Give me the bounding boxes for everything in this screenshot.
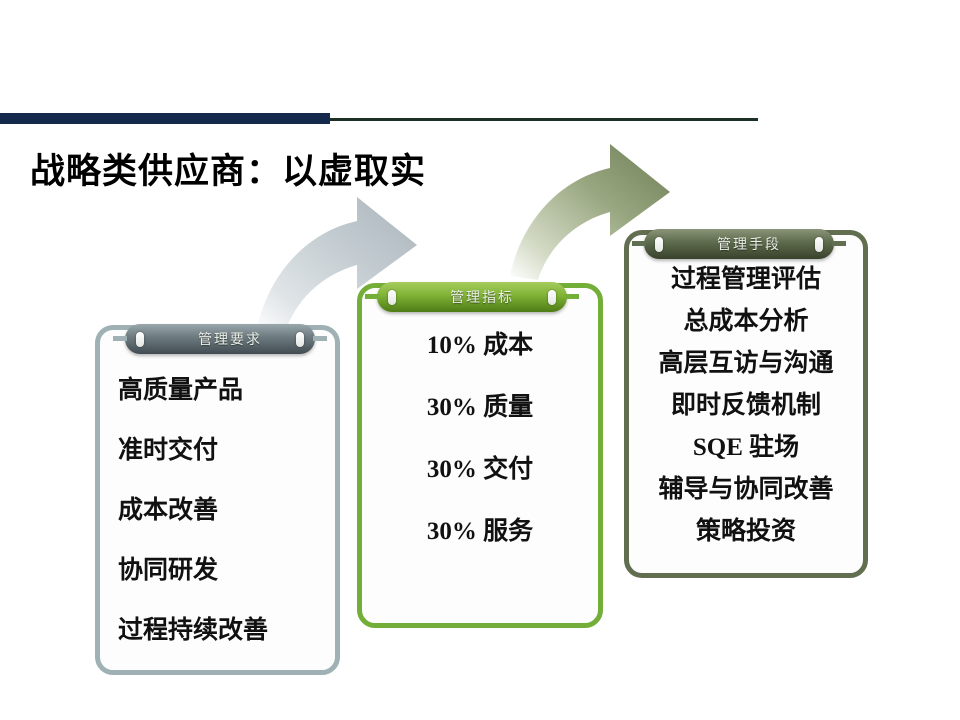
panel-management-metrics: 10% 成本 30% 质量 30% 交付 30% 服务 (357, 283, 603, 628)
list-item: 协同研发 (118, 557, 219, 584)
panel-header-label: 管理指标 (450, 291, 514, 306)
list-item: 30% 服务 (426, 518, 534, 545)
panel-item-list: 高质量产品 准时交付 成本改善 协同研发 过程持续改善 (100, 378, 335, 678)
list-item: 过程管理评估 (670, 266, 821, 293)
header-rule (0, 113, 960, 127)
list-item: 策略投资 (695, 518, 796, 545)
list-item: 30% 交付 (426, 456, 534, 483)
capsule-end-dot-icon (296, 332, 304, 347)
panel-item-list: 过程管理评估 总成本分析 高层互访与沟通 即时反馈机制 SQE 驻场 辅导与协同… (629, 267, 863, 561)
capsule-end-dot-icon (548, 290, 556, 305)
list-item: 过程持续改善 (118, 617, 269, 644)
panel-header-label: 管理手段 (717, 238, 781, 253)
capsule-connector-right (313, 336, 327, 341)
list-item: 总成本分析 (683, 308, 809, 335)
panel-item-list: 10% 成本 30% 质量 30% 交付 30% 服务 (362, 333, 598, 581)
page-title: 战略类供应商：以虚取实 (30, 152, 427, 191)
capsule-end-dot-icon (388, 290, 396, 305)
header-bar-thick (0, 113, 330, 124)
list-item: 高质量产品 (118, 377, 244, 404)
list-item: 高层互访与沟通 (658, 350, 834, 377)
panel-management-requirements: 高质量产品 准时交付 成本改善 协同研发 过程持续改善 (95, 325, 340, 675)
panel-header-management-metrics: 管理指标 (365, 282, 579, 312)
capsule-connector-left (113, 336, 127, 341)
capsule-end-dot-icon (815, 237, 823, 252)
panel-header-label: 管理要求 (198, 333, 262, 348)
capsule-end-dot-icon (136, 332, 144, 347)
panel-header-management-requirements: 管理要求 (113, 324, 327, 354)
header-bar-thin (330, 118, 758, 121)
list-item: 准时交付 (118, 437, 219, 464)
list-item: 10% 成本 (426, 332, 534, 359)
panel-management-methods: 过程管理评估 总成本分析 高层互访与沟通 即时反馈机制 SQE 驻场 辅导与协同… (624, 230, 868, 578)
panel-header-management-methods: 管理手段 (632, 229, 846, 259)
capsule-connector-left (365, 294, 379, 299)
list-item: 30% 质量 (426, 394, 534, 421)
list-item: 成本改善 (118, 497, 219, 524)
list-item: 即时反馈机制 (670, 392, 821, 419)
capsule-connector-right (565, 294, 579, 299)
list-item: SQE 驻场 (692, 434, 800, 461)
capsule-connector-left (632, 241, 646, 246)
capsule-connector-right (832, 241, 846, 246)
capsule-end-dot-icon (655, 237, 663, 252)
list-item: 辅导与协同改善 (658, 476, 834, 503)
